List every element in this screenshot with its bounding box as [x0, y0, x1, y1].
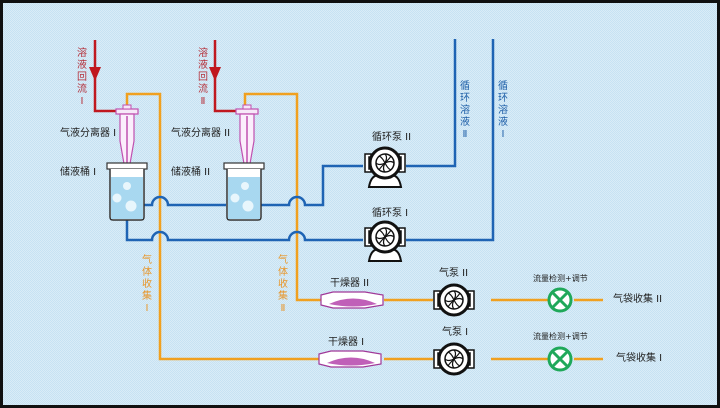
arrow-down-icon: [209, 67, 221, 81]
circulation-pump-label-I: 循环泵 I: [372, 208, 409, 219]
flow-valve-I-icon: [547, 346, 573, 372]
circulation-pump-I: [363, 220, 407, 262]
flow-valve-II-icon: [547, 287, 573, 313]
reflux-label-II: 溶液回流Ⅱ: [198, 48, 208, 107]
arrow-down-icon: [89, 67, 101, 81]
reflux-line-II: [209, 40, 241, 113]
separator-label-II: 气液分离器 II: [171, 128, 231, 139]
reflux-label-I: 溶液回流Ⅰ: [77, 48, 87, 107]
tank-label-II: 储液桶 II: [171, 167, 211, 178]
circulation-pump-II: [363, 146, 407, 188]
tank-II: [223, 162, 265, 221]
gas-bag-label-I: 气袋收集 I: [616, 353, 663, 364]
gas-pump-II: [432, 283, 476, 317]
gas-bag-label-II: 气袋收集 II: [613, 294, 663, 305]
dryer-label-II: 干燥器 II: [330, 278, 370, 289]
gas-lines: [125, 92, 603, 361]
circulation-pump-label-II: 循环泵 II: [372, 132, 412, 143]
tank-I: [106, 162, 148, 221]
gas-collection-label-I: 气体收集Ⅰ: [142, 255, 152, 314]
diagram-canvas: [89, 39, 603, 376]
flow-control-label-I: 流量检测+调节: [533, 332, 588, 341]
circulation-solution-label-II: 循环溶液Ⅱ: [460, 81, 470, 140]
gas-collection-label-II: 气体收集Ⅱ: [278, 255, 288, 314]
dryer-label-I: 干燥器 I: [328, 337, 365, 348]
dryer-I: [318, 350, 382, 368]
gas-pump-I: [432, 342, 476, 376]
liquid-lines: [125, 39, 495, 242]
tank-label-I: 储液桶 I: [60, 167, 97, 178]
flow-control-label-II: 流量检测+调节: [533, 274, 588, 283]
separator-label-I: 气液分离器 I: [60, 128, 117, 139]
gas-pump-label-I: 气泵 I: [442, 327, 469, 338]
circulation-solution-label-I: 循环溶液Ⅰ: [498, 81, 508, 140]
dryer-II: [320, 291, 384, 309]
reflux-line-I: [89, 40, 121, 113]
gas-pump-label-II: 气泵 II: [439, 268, 469, 279]
